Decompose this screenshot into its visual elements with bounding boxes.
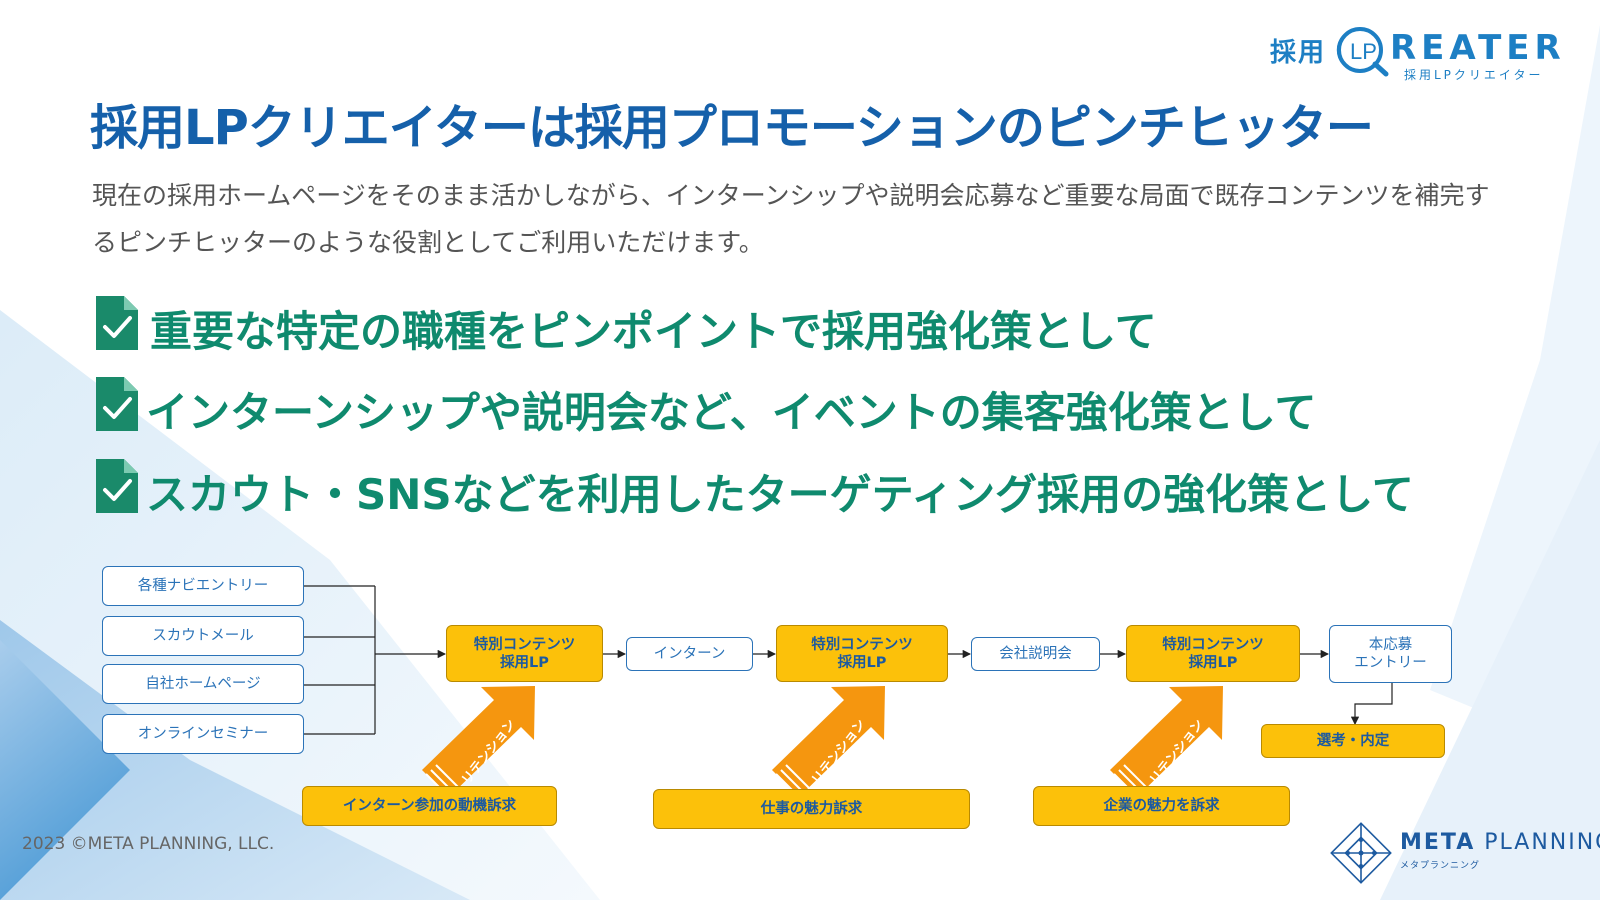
appeal-box-1: インターン参加の動機訴求 xyxy=(302,786,557,826)
appeal-box-2: 仕事の魅力訴求 xyxy=(653,789,970,829)
checklist-icon xyxy=(96,459,138,513)
logo-word: REATER xyxy=(1390,28,1566,68)
special-lp-box-3: 特別コンテンツ 採用LP xyxy=(1126,625,1300,682)
point-1-text: 重要な特定の職種をピンポイントで採用強化策として xyxy=(150,307,1157,356)
page-description: 現在の採用ホームページをそのまま活かしながら、インターンシップや説明会応募など重… xyxy=(92,181,1490,257)
logo-kanji: 採用 xyxy=(1270,38,1327,68)
point-3-text: スカウト・SNSなどを利用したターゲティング採用の強化策として xyxy=(146,470,1414,519)
special-lp-box-2: 特別コンテンツ 採用LP xyxy=(776,625,948,682)
special-lp-box-1: 特別コンテンツ 採用LP xyxy=(446,625,603,682)
copyright: 2023 ©META PLANNING, LLC. xyxy=(22,834,275,854)
brand-subtitle: メタプランニング xyxy=(1400,861,1481,871)
creator-logo: 採用 LP REATER 採用LPクリエイター xyxy=(1270,24,1570,84)
page-title: 採用LPクリエイターは採用プロモーションのピンチヒッター xyxy=(90,100,1374,156)
checklist-icon xyxy=(96,296,138,350)
final-entry-box: 本応募 エントリー xyxy=(1329,625,1452,683)
source-online-seminar: オンラインセミナー xyxy=(102,714,304,754)
checklist-icon xyxy=(96,377,138,431)
seminar-box: 会社説明会 xyxy=(971,637,1100,671)
magnifier-icon: LP xyxy=(1336,27,1389,77)
diamond-logo-icon xyxy=(1330,822,1392,884)
source-scout-mail: スカウトメール xyxy=(102,616,304,656)
logo-mark-text: LP xyxy=(1350,39,1377,64)
logo-subtitle: 採用LPクリエイター xyxy=(1404,68,1544,82)
brand-name-bold: META xyxy=(1400,830,1476,855)
point-2-text: インターンシップや説明会など、イベントの集客強化策として xyxy=(146,388,1317,437)
meta-planning-logo: META PLANNING メタプランニング xyxy=(1326,814,1600,890)
appeal-box-3: 企業の魅力を訴求 xyxy=(1033,786,1290,826)
source-navi-entry: 各種ナビエントリー xyxy=(102,566,304,606)
brand-name: META PLANNING xyxy=(1400,830,1600,855)
selection-box: 選考・内定 xyxy=(1261,724,1445,758)
intern-box: インターン xyxy=(626,637,753,671)
brand-name-rest: PLANNING xyxy=(1484,830,1600,855)
source-company-homepage: 自社ホームページ xyxy=(102,664,304,704)
